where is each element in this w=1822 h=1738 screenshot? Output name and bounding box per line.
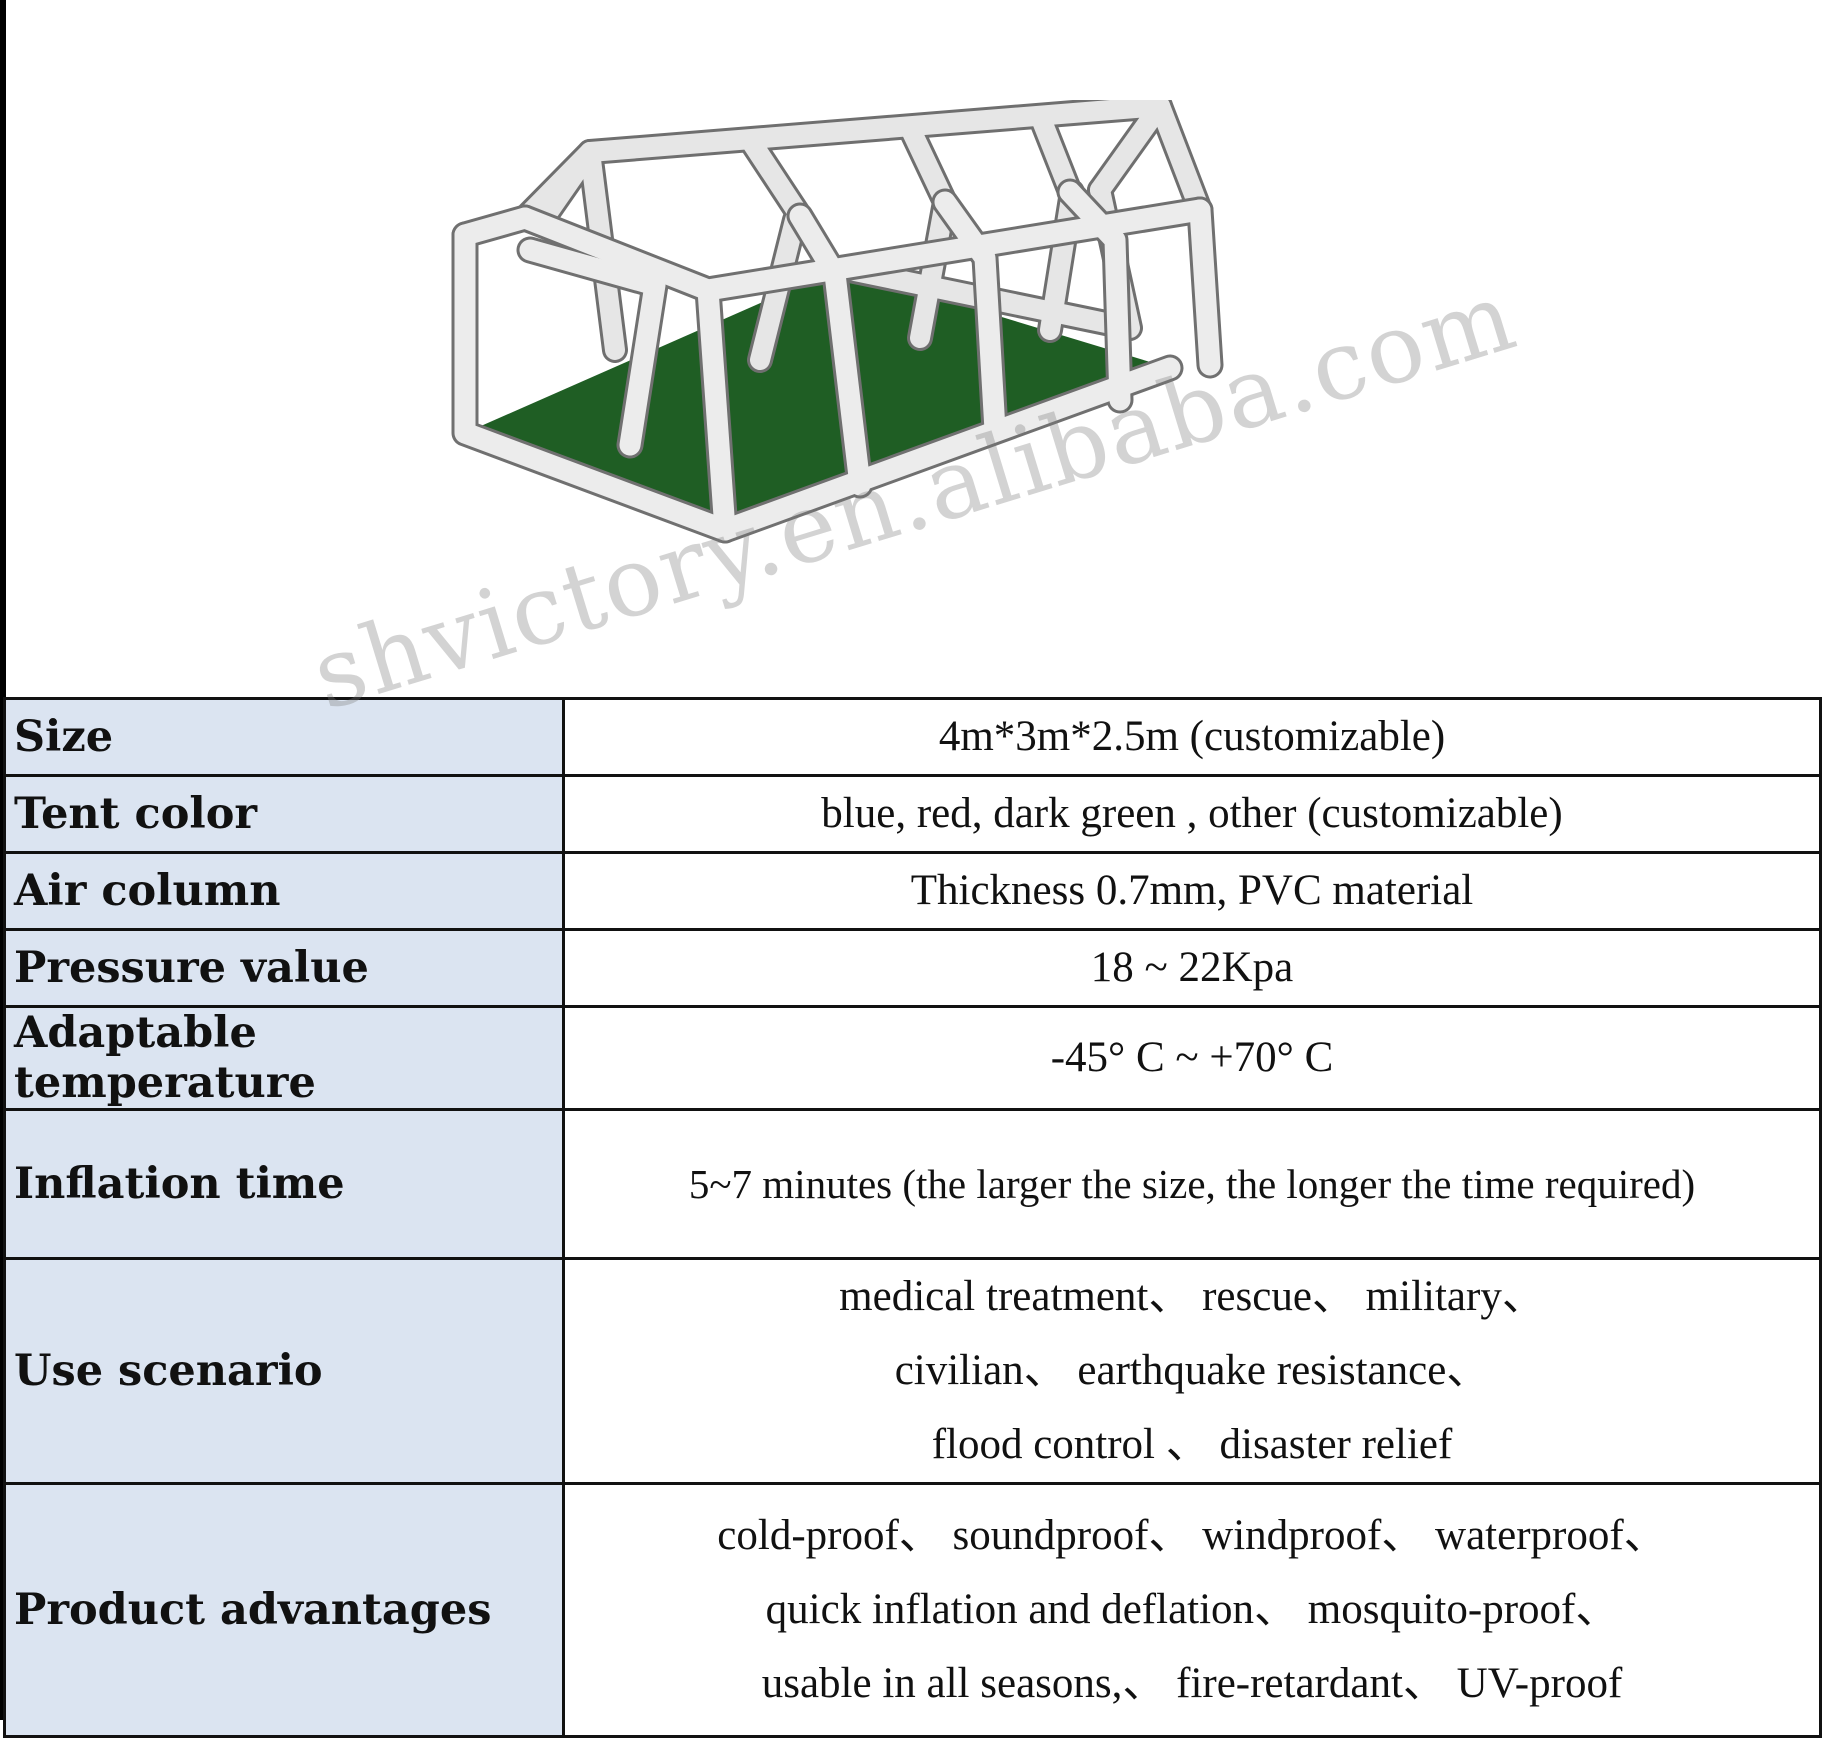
spec-label: Pressure value [3, 928, 565, 1008]
spec-value: cold-proof、 soundproof、 windproof、 water… [562, 1482, 1822, 1738]
spec-label: Product advantages [3, 1482, 565, 1738]
spec-value: medical treatment、 rescue、 military、 civ… [562, 1257, 1822, 1485]
spec-value-line: medical treatment、 rescue、 military、 [839, 1273, 1545, 1320]
spec-value-line: 18 ~ 22Kpa [1090, 944, 1294, 991]
spec-row-size: Size 4m*3m*2.5m (customizable) [3, 697, 1822, 777]
spec-row-inflation-time: Inflation time 5~7 minutes (the larger t… [3, 1108, 1822, 1260]
spec-value: blue, red, dark green , other (customiza… [562, 774, 1822, 854]
spec-row-adaptable-temperature: Adaptable temperature -45° C ~ +70° C [3, 1005, 1822, 1111]
spec-value-line: 4m*3m*2.5m (customizable) [938, 713, 1446, 760]
spec-value-line: cold-proof、 soundproof、 windproof、 water… [717, 1512, 1667, 1559]
spec-label: Adaptable temperature [3, 1005, 565, 1111]
spec-label: Tent color [3, 774, 565, 854]
spec-value-line: blue, red, dark green , other (customiza… [821, 790, 1563, 837]
spec-value-line: quick inflation and deflation、 mosquito-… [765, 1586, 1619, 1633]
spec-label: Use scenario [3, 1257, 565, 1485]
spec-value: Thickness 0.7mm, PVC material [562, 851, 1822, 931]
spec-value-line: usable in all seasons,、 fire-retardant、 … [761, 1660, 1623, 1707]
inflatable-tent-illustration [451, 100, 1224, 544]
spec-value-line: Thickness 0.7mm, PVC material [910, 867, 1474, 914]
spec-value: 4m*3m*2.5m (customizable) [562, 697, 1822, 777]
spec-value: 18 ~ 22Kpa [562, 928, 1822, 1008]
spec-label: Inflation time [3, 1108, 565, 1260]
left-border-strip [0, 0, 6, 1720]
tent-frame [451, 100, 1224, 544]
spec-row-tent-color: Tent color blue, red, dark green , other… [3, 774, 1822, 854]
spec-row-use-scenario: Use scenario medical treatment、 rescue、 … [3, 1257, 1822, 1485]
spec-row-pressure-value: Pressure value 18 ~ 22Kpa [3, 928, 1822, 1008]
spec-row-air-column: Air column Thickness 0.7mm, PVC material [3, 851, 1822, 931]
spec-table: Size 4m*3m*2.5m (customizable) Tent colo… [3, 697, 1822, 1738]
spec-value: -45° C ~ +70° C [562, 1005, 1822, 1111]
spec-value-line: civilian、 earthquake resistance、 [894, 1347, 1490, 1394]
spec-value: 5~7 minutes (the larger the size, the lo… [562, 1108, 1822, 1260]
spec-row-product-advantages: Product advantages cold-proof、 soundproo… [3, 1482, 1822, 1738]
spec-label: Air column [3, 851, 565, 931]
spec-value-line: flood control 、 disaster relief [931, 1421, 1453, 1468]
spec-value-line: -45° C ~ +70° C [1050, 1034, 1334, 1081]
spec-label: Size [3, 697, 565, 777]
spec-value-line: 5~7 minutes (the larger the size, the lo… [688, 1161, 1696, 1207]
